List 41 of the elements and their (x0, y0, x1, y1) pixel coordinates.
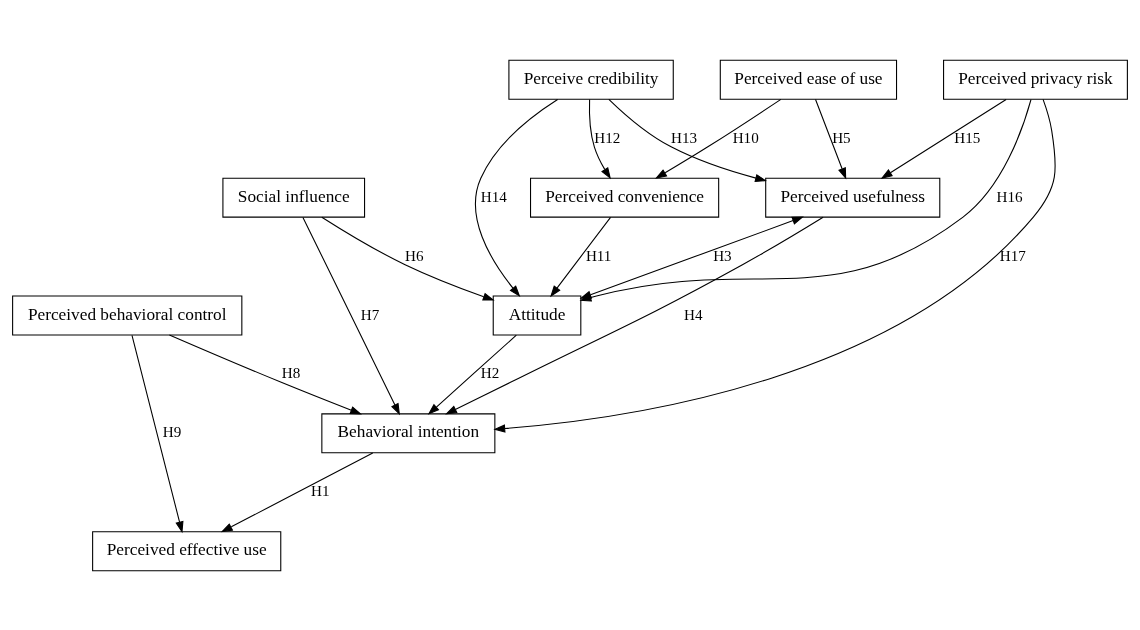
edge-label: H4 (684, 306, 703, 322)
node-box: Behavioral intention (321, 412, 496, 453)
edge-label: H16 (996, 188, 1023, 205)
node-box: Perceived ease of use (719, 59, 898, 100)
edge-label: H10 (732, 129, 759, 146)
edge-label: H1 (310, 482, 330, 499)
node-box: Perceived usefulness (765, 177, 941, 218)
edge-label: H8 (281, 364, 301, 381)
edge-label: H13 (671, 129, 698, 146)
arrow (131, 334, 184, 533)
node-box: Perceived effective use (92, 530, 282, 571)
edge-label: H2 (480, 364, 500, 381)
edge-label: H15 (954, 129, 981, 146)
edge-label: H7 (360, 306, 380, 322)
arrow (302, 216, 400, 415)
arrow (493, 98, 1056, 433)
arrow (815, 98, 847, 180)
arrow (588, 98, 611, 179)
arrow (445, 216, 824, 414)
edge-label: H3 (713, 247, 732, 264)
edge-label: H9 (162, 423, 182, 440)
node-box: Attitude (492, 295, 582, 335)
arrow (655, 98, 782, 179)
node-box: Perceived behavioral control (12, 295, 243, 335)
edge-label: H14 (480, 188, 507, 205)
edge-label: H6 (405, 247, 424, 264)
arrow (168, 333, 362, 414)
node-box: Perceived privacy risk (943, 59, 1128, 100)
node-box: Perceived convenience (530, 177, 720, 218)
node-box: Perceive credibility (508, 59, 674, 100)
node-box: Social influence (222, 177, 366, 218)
edge-label: H5 (832, 129, 851, 146)
arrow (220, 451, 374, 532)
arrow (608, 98, 767, 182)
edge-label: H17 (999, 247, 1026, 264)
arrow (321, 216, 495, 301)
arrow (880, 98, 1007, 179)
edge-label: H12 (594, 129, 621, 146)
arrow (474, 98, 559, 297)
arrow (427, 334, 517, 415)
edge-label: H11 (585, 247, 612, 264)
